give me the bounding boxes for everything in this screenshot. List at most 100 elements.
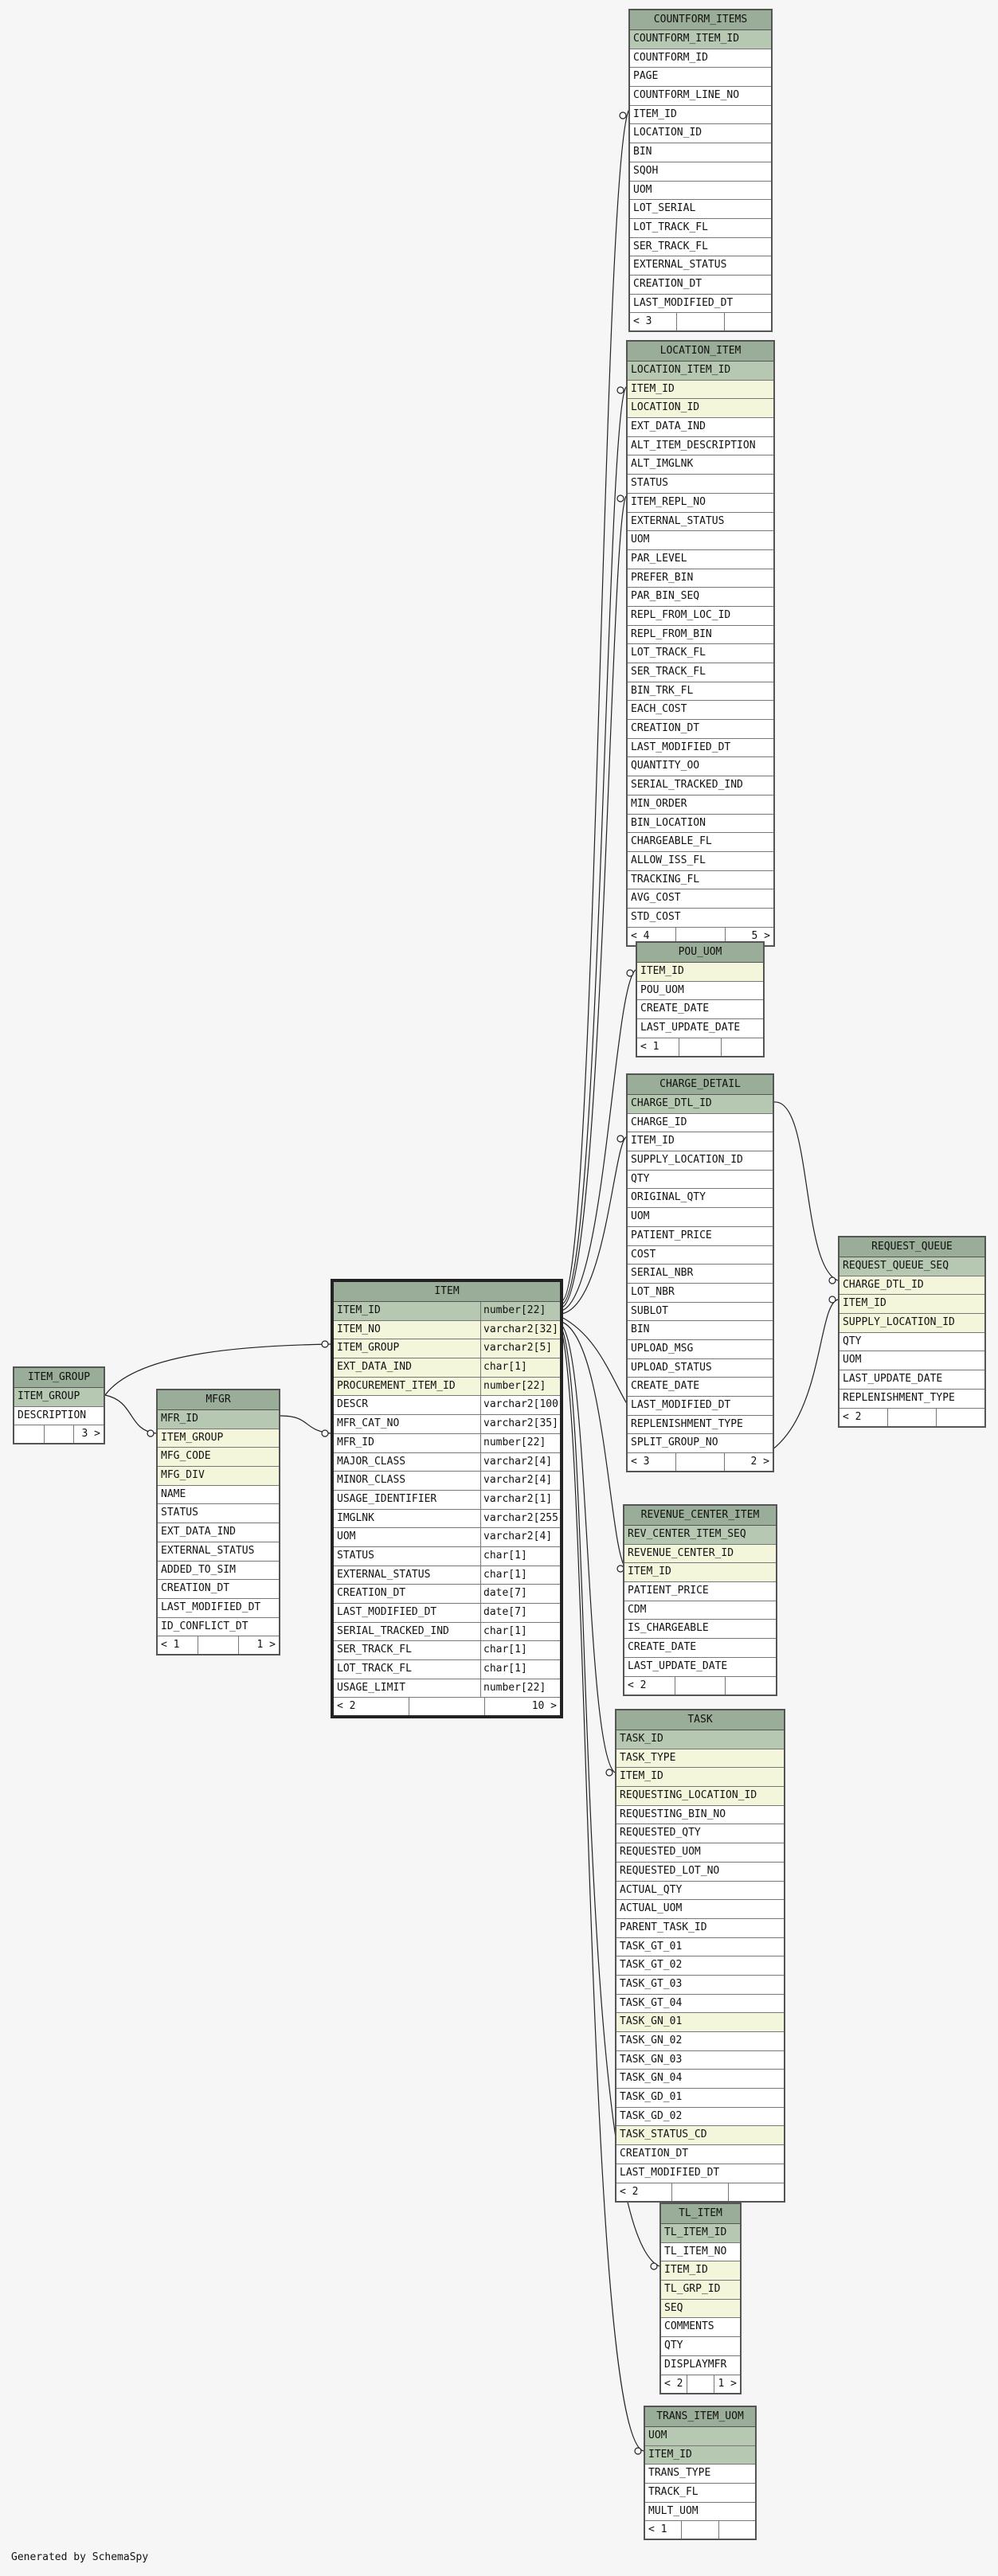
column-row[interactable]: REPLENISHMENT_TYPE <box>628 1416 773 1435</box>
column-row[interactable]: EXT_DATA_IND <box>628 418 773 437</box>
column-row[interactable]: SER_TRACK_FL <box>630 238 771 257</box>
column-row[interactable]: PAGE <box>630 68 771 88</box>
relationship-count[interactable] <box>729 2183 784 2201</box>
column-row[interactable]: ITEM_ID <box>839 1295 984 1315</box>
column-row[interactable]: STATUS <box>158 1504 279 1524</box>
column-row[interactable]: TASK_GD_02 <box>616 2108 784 2127</box>
relationship-count[interactable] <box>682 2521 719 2539</box>
column-row[interactable]: UOM <box>628 1208 773 1227</box>
column-row[interactable]: TASK_TYPE <box>616 1749 784 1769</box>
column-row[interactable]: CREATION_DT <box>628 720 773 739</box>
relationship-count[interactable] <box>409 1698 485 1716</box>
column-row[interactable]: BIN_LOCATION <box>628 815 773 834</box>
column-row[interactable]: TL_GRP_ID <box>661 2281 740 2300</box>
column-row[interactable]: ITEM_ID <box>661 2261 740 2281</box>
column-row[interactable]: CREATE_DATE <box>637 1000 763 1020</box>
column-row[interactable]: LOCATION_ID <box>630 124 771 144</box>
column-row[interactable]: QTY <box>661 2337 740 2356</box>
column-row[interactable]: PATIENT_PRICE <box>624 1582 776 1601</box>
column-row[interactable]: STD_COST <box>628 909 773 928</box>
column-row[interactable]: ITEM_ID <box>645 2445 755 2465</box>
column-row[interactable]: LOCATION_ITEM_ID <box>628 362 773 381</box>
column-row[interactable]: REVENUE_CENTER_ID <box>624 1544 776 1564</box>
column-row[interactable]: SERIAL_NBR <box>628 1265 773 1284</box>
column-row[interactable]: LAST_UPDATE_DATE <box>624 1658 776 1677</box>
relationship-count[interactable]: < 3 <box>630 313 678 331</box>
column-row[interactable]: ORIGINAL_QTY <box>628 1189 773 1209</box>
column-row[interactable]: TASK_GD_01 <box>616 2089 784 2108</box>
relationship-count[interactable]: < 3 <box>628 1453 676 1472</box>
column-row[interactable]: LAST_UPDATE_DATE <box>637 1019 763 1038</box>
column-row[interactable]: EXTERNAL_STATUS <box>630 256 771 276</box>
column-row[interactable]: LAST_MODIFIED_DT <box>616 2164 784 2183</box>
column-row[interactable]: DESCRIPTION <box>14 1407 104 1426</box>
column-row[interactable]: COUNTFORM_ITEM_ID <box>630 30 771 49</box>
column-row[interactable]: TASK_GT_03 <box>616 1976 784 1995</box>
column-row[interactable]: COUNTFORM_ID <box>630 49 771 68</box>
relationship-count[interactable] <box>679 1038 722 1056</box>
relationship-count[interactable]: < 2 <box>616 2183 673 2201</box>
column-row[interactable]: LOCATION_ID <box>628 399 773 419</box>
column-row[interactable]: QTY <box>839 1333 984 1352</box>
column-row[interactable]: MFG_DIV <box>158 1467 279 1486</box>
column-row[interactable]: REQUESTING_BIN_NO <box>616 1806 784 1825</box>
column-row[interactable]: EACH_COST <box>628 701 773 721</box>
column-row[interactable]: TL_ITEM_ID <box>661 2224 740 2243</box>
column-row[interactable]: ITEM_REPL_NO <box>628 494 773 513</box>
relationship-count[interactable]: < 4 <box>628 927 677 945</box>
column-row[interactable]: ALT_ITEM_DESCRIPTION <box>628 437 773 456</box>
column-row[interactable]: EXTERNAL_STATUS <box>628 513 773 532</box>
relationship-count[interactable]: 1 > <box>718 2377 737 2390</box>
relationship-count[interactable]: < 2 <box>334 1698 409 1716</box>
column-row[interactable]: LAST_MODIFIED_DT <box>158 1599 279 1618</box>
column-row[interactable]: LOT_TRACK_FL <box>628 644 773 663</box>
column-row[interactable]: CREATION_DT <box>630 276 771 295</box>
column-row[interactable]: IS_CHARGEABLE <box>624 1620 776 1640</box>
relationship-count[interactable] <box>725 313 771 330</box>
column-row[interactable]: BIN <box>628 1321 773 1340</box>
column-row[interactable]: ADDED_TO_SIM <box>158 1562 279 1581</box>
column-row[interactable]: TASK_GN_04 <box>616 2070 784 2089</box>
column-row[interactable]: MFR_ID <box>158 1410 279 1429</box>
column-row[interactable]: REPLENISHMENT_TYPE <box>839 1390 984 1409</box>
column-row[interactable]: BIN <box>630 143 771 162</box>
column-row[interactable]: ITEM_ID <box>628 380 773 400</box>
column-row[interactable]: ITEM_ID <box>624 1563 776 1583</box>
column-row[interactable]: REQUESTED_LOT_NO <box>616 1863 784 1882</box>
column-row[interactable]: CHARGEABLE_FL <box>628 833 773 852</box>
column-row[interactable]: EXT_DATA_IND <box>158 1523 279 1542</box>
relationship-count[interactable]: < 1 <box>637 1038 679 1056</box>
relationship-count[interactable] <box>676 927 726 945</box>
column-row[interactable]: CREATION_DT <box>616 2145 784 2164</box>
column-row[interactable]: LOT_SERIAL <box>630 200 771 219</box>
column-row[interactable]: TASK_STATUS_CD <box>616 2126 784 2146</box>
relationship-count[interactable]: < 2 <box>624 1676 675 1695</box>
column-row[interactable]: REPL_FROM_LOC_ID <box>628 607 773 626</box>
column-row[interactable]: SER_TRACK_FL <box>628 663 773 682</box>
column-row[interactable]: NAME <box>158 1486 279 1505</box>
column-row[interactable]: MFG_CODE <box>158 1448 279 1468</box>
column-row[interactable]: TASK_GT_02 <box>616 1956 784 1976</box>
relationship-count[interactable]: < 2 <box>839 1408 888 1426</box>
column-row[interactable]: REQUEST_QUEUE_SEQ <box>839 1257 984 1276</box>
column-row[interactable]: UOM <box>628 531 773 550</box>
